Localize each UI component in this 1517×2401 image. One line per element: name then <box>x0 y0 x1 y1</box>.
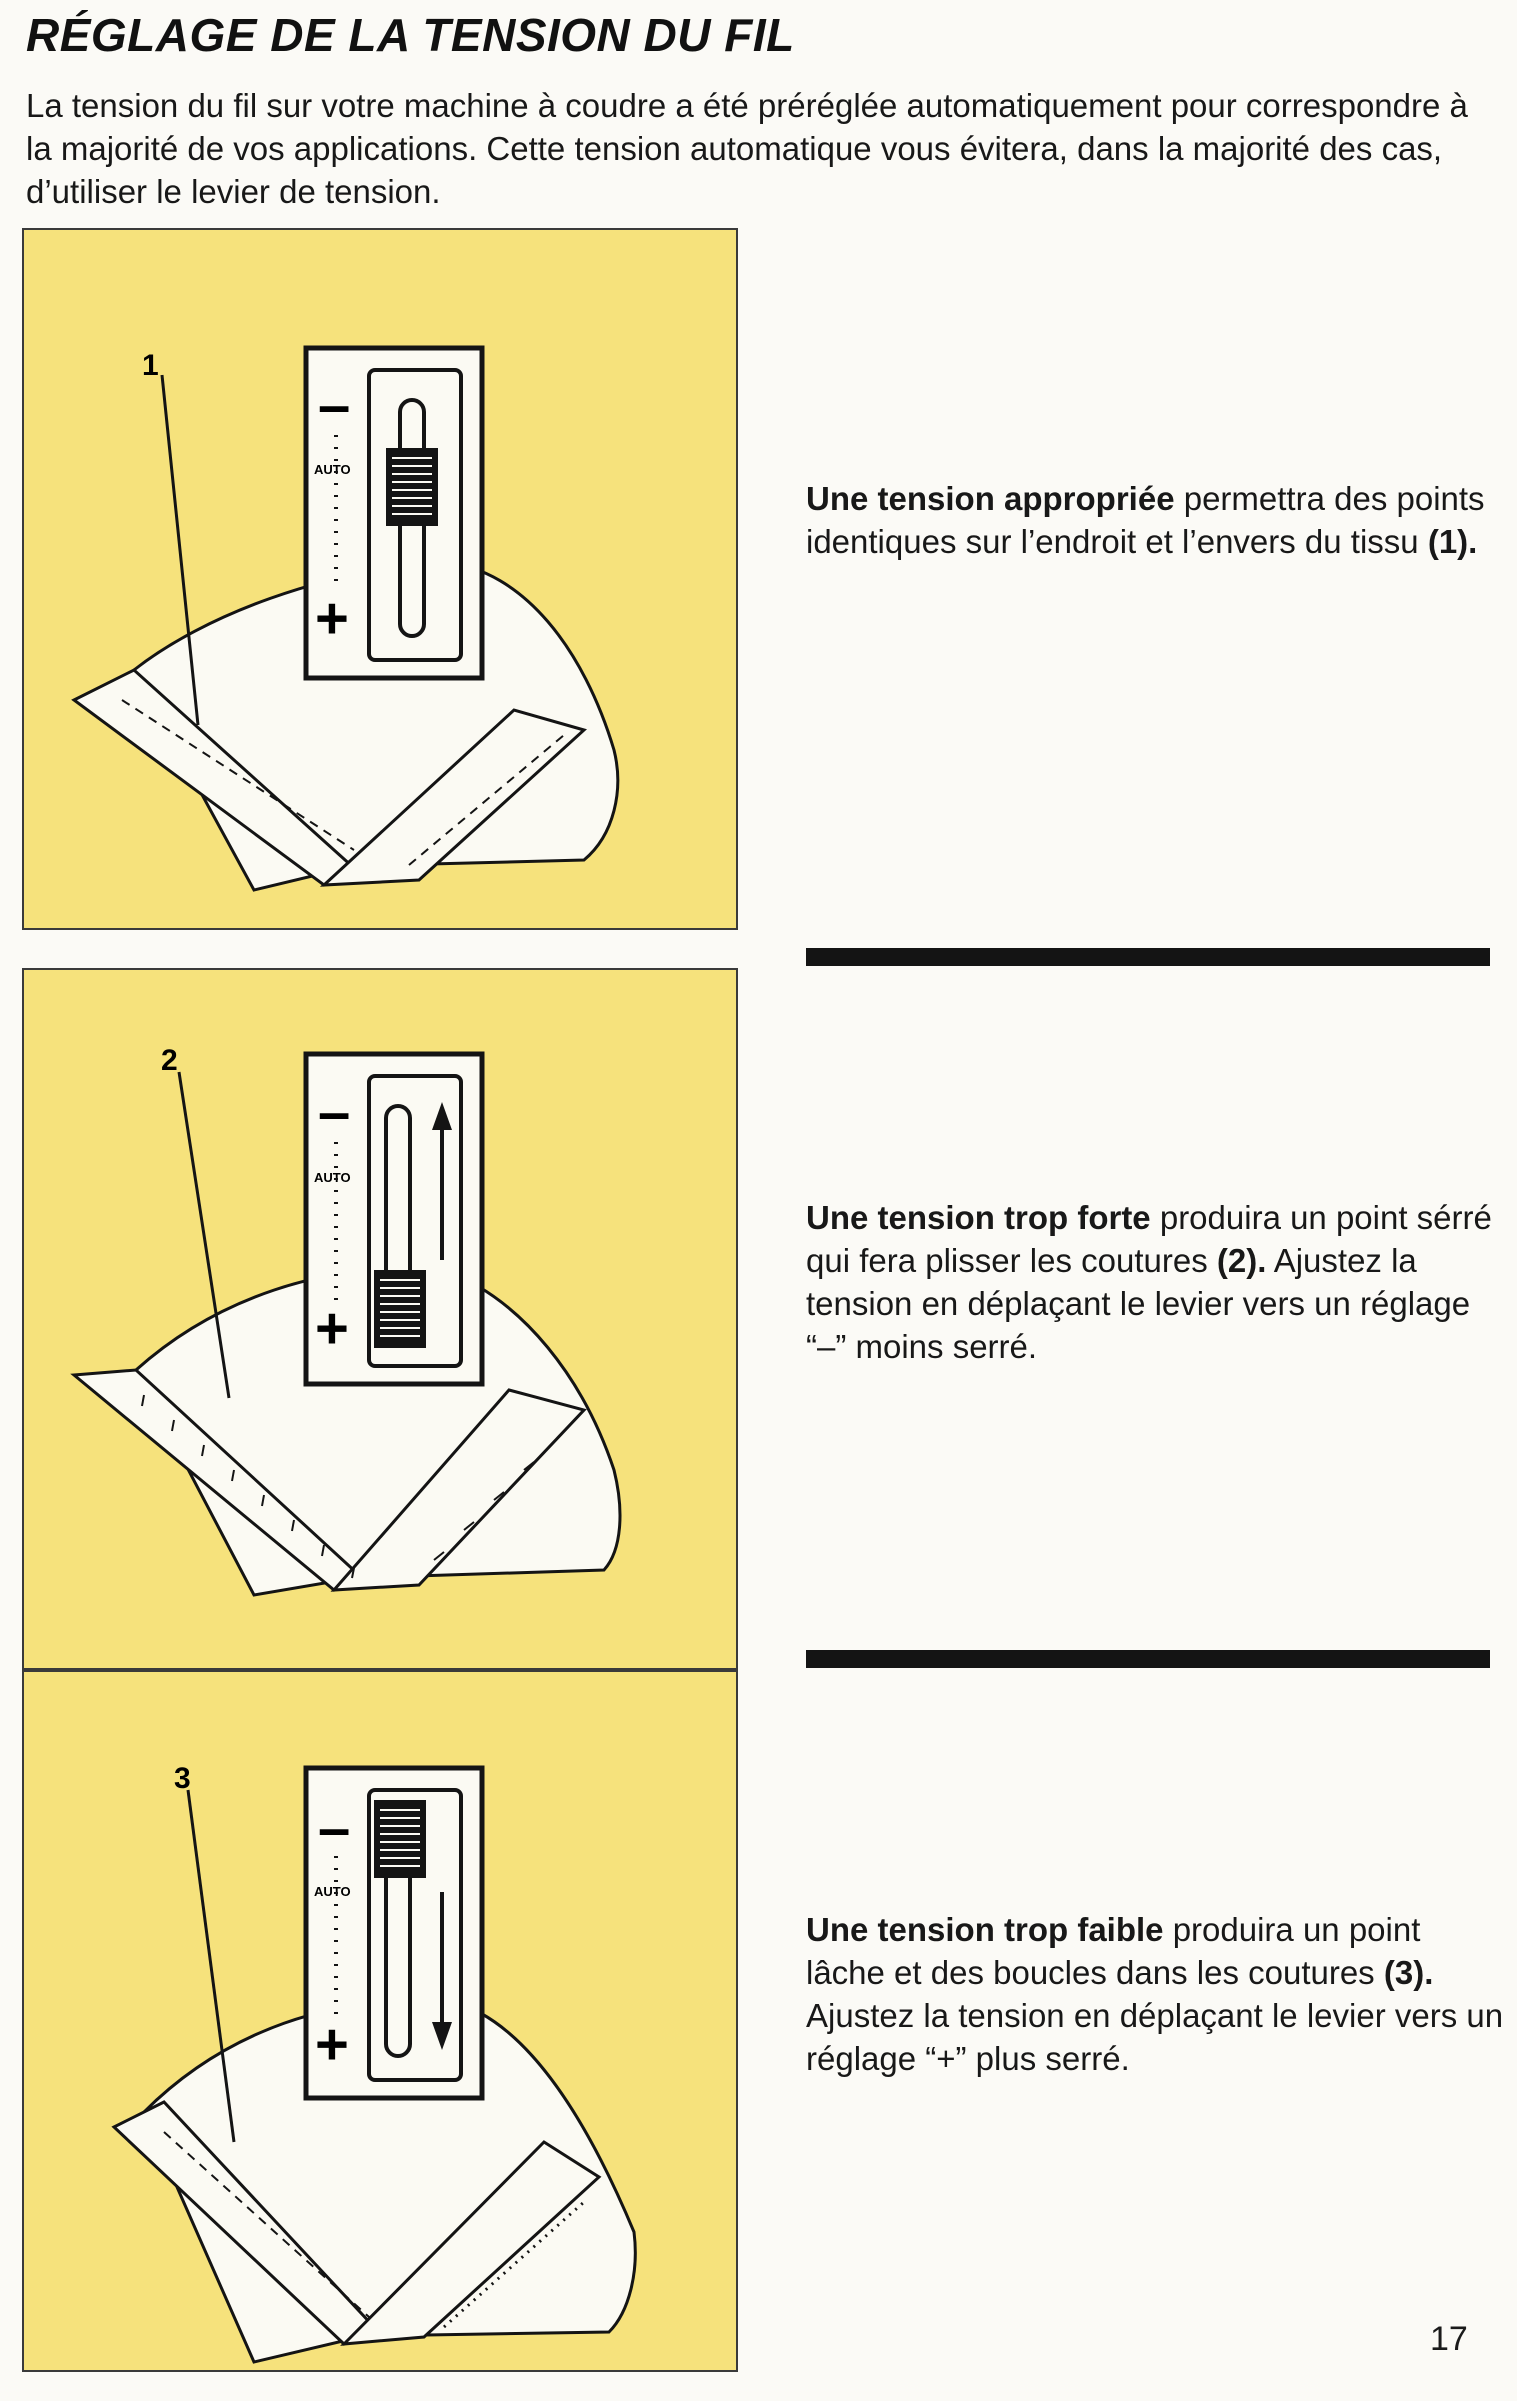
fabric-illustration-3: 3 – AUTO + <box>111 1762 637 2364</box>
dial-minus-1: – <box>318 373 350 438</box>
description-3-bold: Une tension trop faible <box>806 1911 1164 1948</box>
arrow-down-icon <box>432 1892 452 2050</box>
description-3-ref: (3). <box>1383 1954 1434 1991</box>
description-2-after: Ajustez la tension en déplaçant le levie… <box>806 1242 1471 1365</box>
description-2-ref: (2). <box>1216 1242 1267 1279</box>
description-3-text: produira un point lâche et des boucles d… <box>806 1911 1421 1991</box>
description-1-ref: (1). <box>1427 523 1478 560</box>
description-3-after: Ajustez la tension en déplaçant le levie… <box>806 1997 1504 2077</box>
reference-number-1: 1 <box>142 349 159 382</box>
description-2: Une tension trop forte produira un point… <box>806 1196 1506 1368</box>
section-divider-1 <box>806 948 1490 966</box>
dial-minus-3: – <box>318 1796 350 1861</box>
section-divider-2 <box>806 1650 1490 1668</box>
dial-auto-1: AUTO <box>314 462 351 477</box>
dial-minus-2: – <box>318 1080 350 1145</box>
dial-plus-1: + <box>315 586 349 651</box>
description-2-text: produira un point sérré qui fera plisser… <box>806 1199 1492 1279</box>
illustration-panel-3: 3 – AUTO + <box>22 1670 738 2372</box>
illustration-panel-1: 1 – AUTO + <box>22 228 738 930</box>
dial-auto-3: AUTO <box>314 1884 351 1899</box>
dial-plus-3: + <box>315 2012 349 2077</box>
description-1-text: permettra des points identiques sur l’en… <box>806 480 1485 560</box>
reference-number-3: 3 <box>174 1762 191 1795</box>
description-3: Une tension trop faible produira un poin… <box>806 1908 1506 2080</box>
illustration-panel-2: 2 – AUTO + <box>22 968 738 1670</box>
fabric-illustration-1: 1 – AUTO + <box>71 345 620 892</box>
fabric-illustration-2: 2 – AUTO + <box>70 1044 622 1597</box>
page-number: 17 <box>1430 2320 1468 2358</box>
dial-auto-2: AUTO <box>314 1170 351 1185</box>
intro-paragraph: La tension du fil sur votre machine à co… <box>26 87 1468 210</box>
description-1-bold: Une tension appropriée <box>806 480 1175 517</box>
dial-plus-2: + <box>315 1296 349 1361</box>
description-1: Une tension appropriée permettra des poi… <box>806 477 1506 563</box>
arrow-up-icon <box>432 1102 452 1260</box>
description-2-bold: Une tension trop forte <box>806 1199 1151 1236</box>
reference-number-2: 2 <box>161 1044 178 1077</box>
page-title: RÉGLAGE DE LA TENSION DU FIL <box>26 9 795 61</box>
